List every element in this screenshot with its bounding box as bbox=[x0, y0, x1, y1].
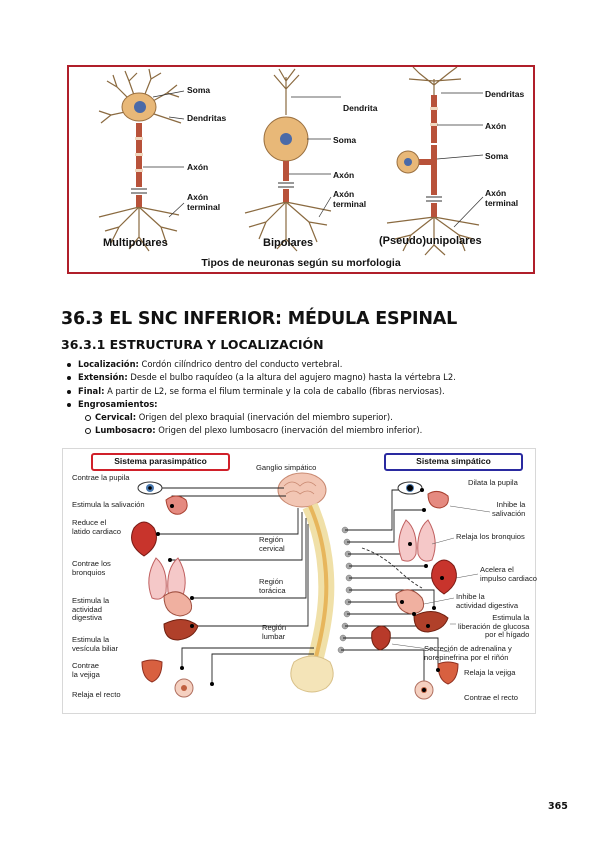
sympathetic-title: Sistema simpático bbox=[416, 456, 491, 466]
right-label-bladder: Relaja la vejiga bbox=[464, 668, 516, 677]
label-multipolar-soma: Soma bbox=[187, 85, 211, 95]
label-unipolar-soma: Soma bbox=[485, 151, 509, 161]
sub-list: Cervical: Origen del plexo braquial (ine… bbox=[78, 411, 532, 438]
left-label-salivation: Estimula la salivación bbox=[72, 500, 145, 509]
sub-list-item: Lumbosacro: Origen del plexo lumbosacro … bbox=[78, 424, 532, 437]
structure-list: Localización: Cordón cilíndrico dentro d… bbox=[62, 358, 532, 438]
autonomic-diagram bbox=[62, 448, 536, 714]
sub-list-item: Cervical: Origen del plexo braquial (ine… bbox=[78, 411, 532, 424]
page-number: 365 bbox=[548, 801, 568, 812]
type-bipolar: Bipolares bbox=[263, 237, 314, 249]
type-multipolar: Multipolares bbox=[103, 237, 168, 249]
right-label-pupil: Dilata la pupila bbox=[468, 478, 518, 487]
section-title: 36.3 EL SNC INFERIOR: MÉDULA ESPINAL bbox=[61, 309, 458, 329]
label-bipolar-axon: Axón bbox=[333, 170, 355, 180]
right-label-bronchi: Relaja los bronquios bbox=[456, 532, 525, 541]
label-ganglion: Ganglio simpático bbox=[256, 463, 317, 472]
autonomic-system-figure: Sistema parasimpático Sistema simpático … bbox=[62, 448, 537, 714]
left-label-pupil: Contrae la pupila bbox=[72, 473, 130, 482]
list-item: Engrosamientos: Cervical: Origen del ple… bbox=[62, 398, 532, 438]
label-multipolar-axon: Axón bbox=[187, 162, 209, 172]
right-label-rectum: Contrae el recto bbox=[464, 693, 519, 702]
parasympathetic-title: Sistema parasimpático bbox=[114, 456, 207, 466]
label-multipolar-dendrites: Dendritas bbox=[187, 113, 227, 123]
neuron-drawings bbox=[98, 67, 484, 256]
list-item: Final: A partir de L2, se forma el filum… bbox=[62, 385, 532, 398]
label-unipolar-dendrites: Dendritas bbox=[485, 89, 525, 99]
label-bipolar-soma: Soma bbox=[333, 135, 357, 145]
left-label-rectum: Relaja el recto bbox=[72, 690, 121, 699]
type-unipolar: (Pseudo)unipolares bbox=[379, 235, 482, 247]
label-bipolar-dendrite: Dendrita bbox=[343, 103, 378, 113]
list-item: Localización: Cordón cilíndrico dentro d… bbox=[62, 358, 532, 371]
list-item: Extensión: Desde el bulbo raquídeo (a la… bbox=[62, 371, 532, 384]
label-unipolar-axon: Axón bbox=[485, 121, 507, 131]
figure-caption: Tipos de neuronas según su morfologia bbox=[201, 257, 401, 269]
subsection-title: 36.3.1 ESTRUCTURA Y LOCALIZACIÓN bbox=[61, 337, 324, 352]
